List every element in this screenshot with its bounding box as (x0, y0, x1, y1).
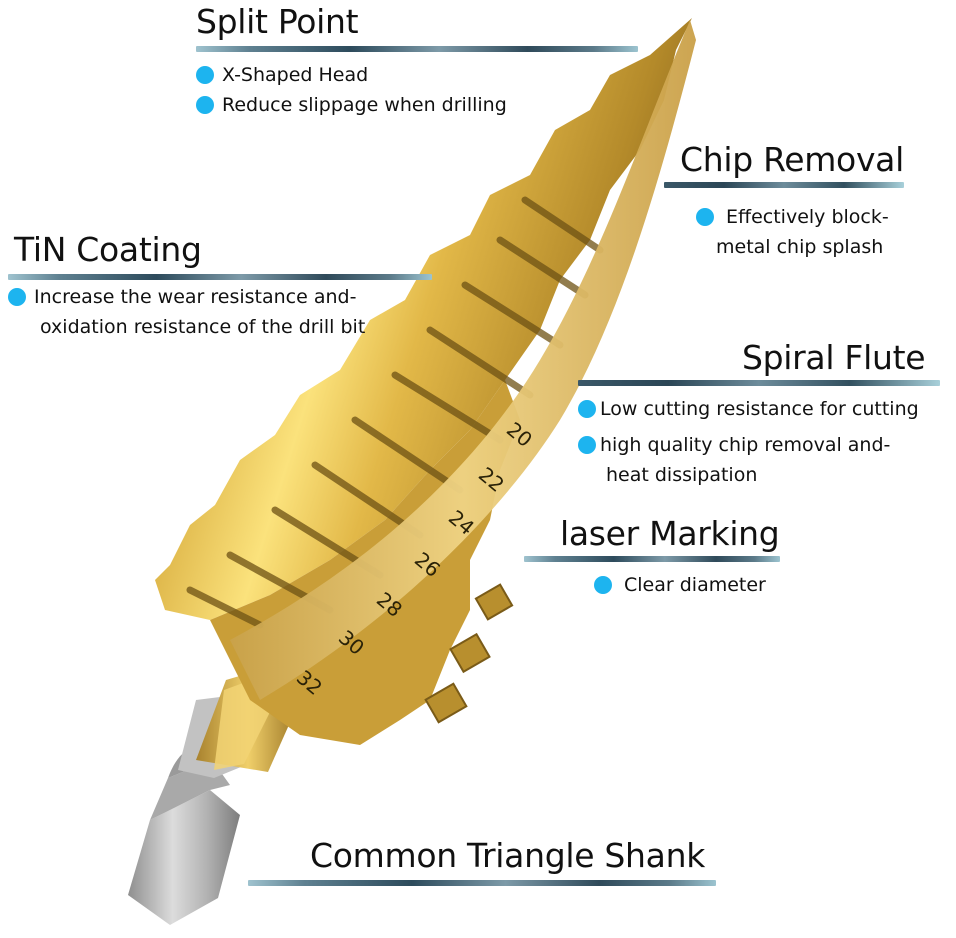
divider-line (8, 274, 432, 280)
callout-title: Common Triangle Shank (310, 836, 706, 875)
bullet-item: high quality chip removal and-heat dissi… (578, 430, 940, 490)
bullet-item: Low cutting resistance for cutting (578, 394, 940, 424)
bullet-dot-icon (578, 400, 596, 418)
bullet-item: Effectively block-metal chip splash (696, 202, 904, 262)
bullet-dot-icon (696, 208, 714, 226)
callout-title: TiN Coating (14, 230, 202, 269)
callout-title: Spiral Flute (742, 338, 926, 377)
callout-tin-coating: TiN Coating Increase the wear resistance… (8, 230, 432, 342)
callout-title: Chip Removal (680, 140, 904, 179)
bullet-item: Increase the wear resistance and-oxidati… (8, 282, 432, 342)
callout-title: Split Point (196, 2, 359, 41)
callout-laser-marking: laser Marking Clear diameter (524, 514, 780, 600)
bullet-item: Clear diameter (594, 570, 780, 600)
bullet-item: Reduce slippage when drilling (196, 90, 638, 120)
cone-body (155, 18, 696, 745)
callout-split-point: Split Point X-Shaped Head Reduce slippag… (196, 2, 638, 120)
divider-line (578, 380, 940, 386)
callout-spiral-flute: Spiral Flute Low cutting resistance for … (578, 338, 940, 490)
bullet-dot-icon (594, 576, 612, 594)
divider-line (196, 46, 638, 52)
bullet-dot-icon (196, 96, 214, 114)
callout-chip-removal: Chip Removal Effectively block-metal chi… (664, 140, 904, 262)
bullet-dot-icon (196, 66, 214, 84)
callout-title: laser Marking (560, 514, 780, 553)
callout-shank: Common Triangle Shank (248, 836, 716, 886)
divider-line (248, 880, 716, 886)
bullet-item: X-Shaped Head (196, 60, 638, 90)
divider-line (524, 556, 780, 562)
bullet-dot-icon (8, 288, 26, 306)
bullet-dot-icon (578, 436, 596, 454)
divider-line (664, 182, 904, 188)
